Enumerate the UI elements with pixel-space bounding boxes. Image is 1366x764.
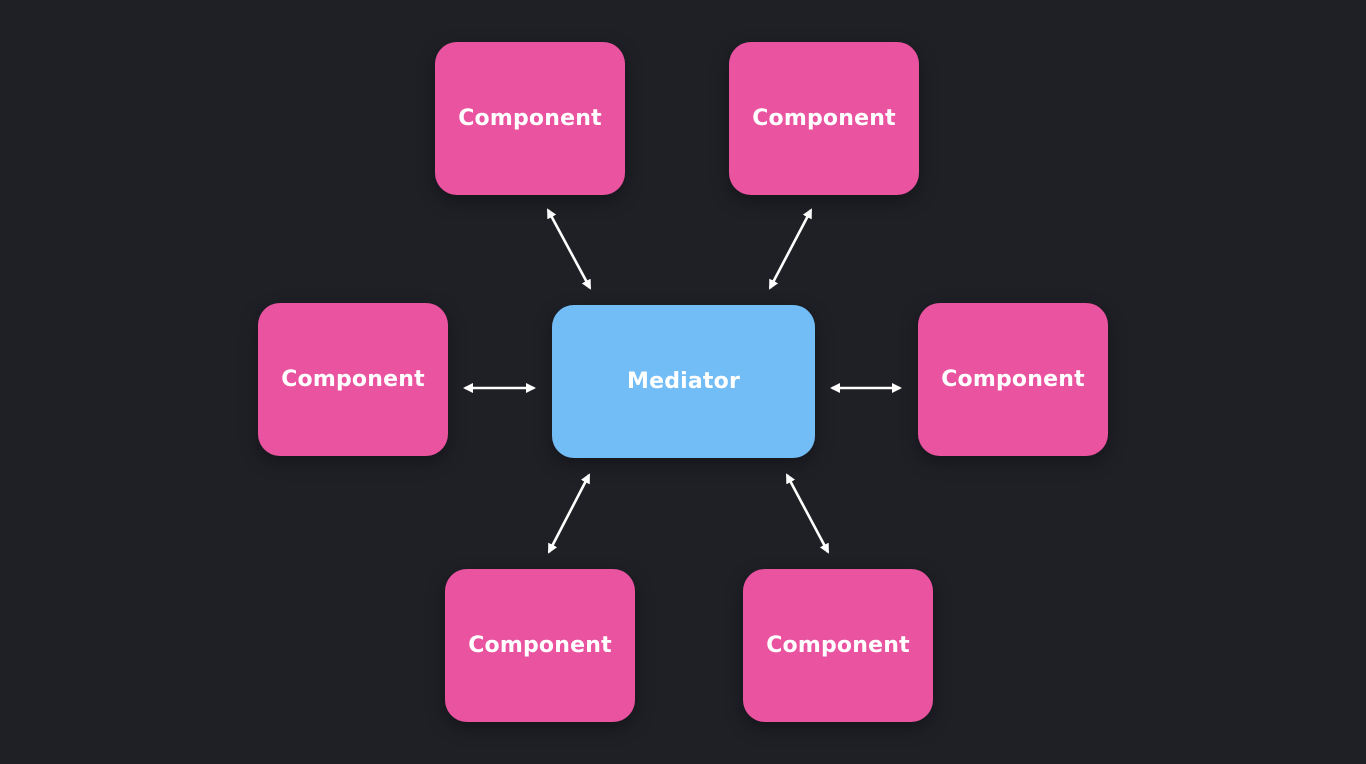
mediator-node: Mediator bbox=[552, 305, 815, 458]
arrow-top-right bbox=[768, 208, 813, 290]
component-label: Component bbox=[941, 367, 1085, 392]
component-middle-left: Component bbox=[258, 303, 448, 456]
component-label: Component bbox=[766, 633, 910, 658]
component-label: Component bbox=[281, 367, 425, 392]
arrow-bottom-right bbox=[785, 473, 830, 554]
component-bottom-right: Component bbox=[743, 569, 933, 722]
component-bottom-left: Component bbox=[445, 569, 635, 722]
component-top-right: Component bbox=[729, 42, 919, 195]
arrow-bottom-left bbox=[547, 473, 591, 554]
arrow-top-left bbox=[546, 208, 592, 290]
component-label: Component bbox=[468, 633, 612, 658]
component-label: Component bbox=[752, 106, 896, 131]
component-middle-right: Component bbox=[918, 303, 1108, 456]
component-label: Component bbox=[458, 106, 602, 131]
mediator-label: Mediator bbox=[626, 369, 741, 394]
component-top-left: Component bbox=[435, 42, 625, 195]
